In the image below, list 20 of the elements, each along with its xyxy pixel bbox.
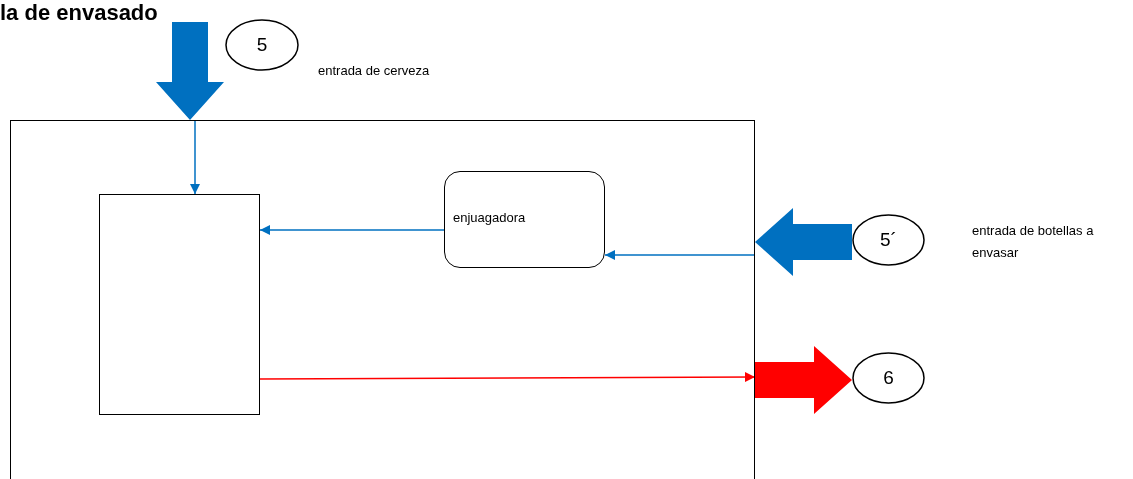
arrow [259,225,445,235]
room-outline [10,120,755,479]
circle-number: 6 [882,367,895,389]
process-box [444,171,605,268]
annotation-text: entrada de cerveza [318,62,431,80]
number-circle [852,214,925,266]
arrow [190,119,200,195]
machine-box [99,194,260,415]
arrow [259,372,756,383]
process-label: enjuagadora [453,210,526,225]
circle-number: 5´ [879,229,898,251]
flow-arrow [755,346,852,414]
flow-arrow [755,208,852,276]
number-circle [225,19,299,71]
diagram-title: la de envasado [0,0,158,26]
flow-arrow [156,22,224,120]
annotation-text: entrada de botellas a envasar [972,222,1095,262]
number-circle [852,352,925,404]
circle-number: 5 [255,34,269,56]
arrow [604,250,756,260]
